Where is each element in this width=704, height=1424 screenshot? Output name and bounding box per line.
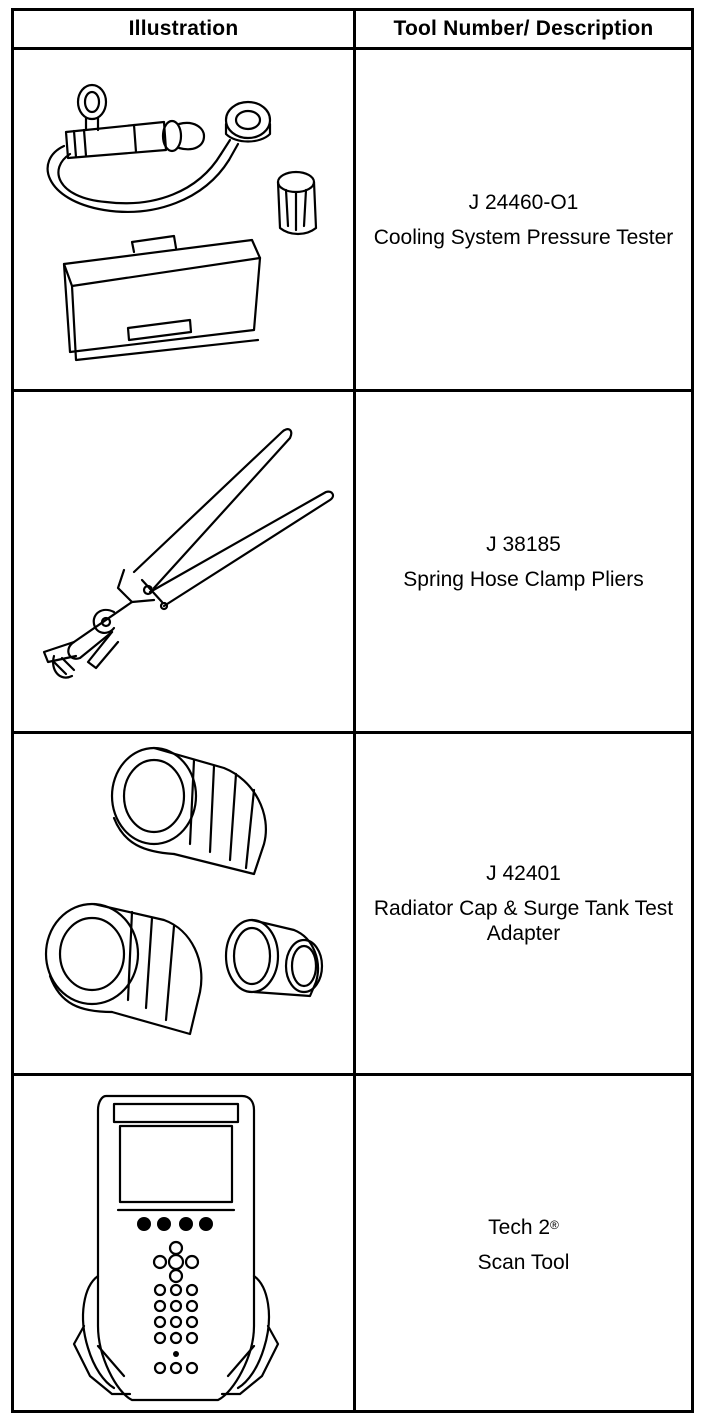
tool-number: Tech 2: [488, 1215, 551, 1239]
row-divider: [14, 731, 691, 734]
tool-number: J 42401: [486, 862, 561, 885]
pressure-tester-kit-icon: [46, 83, 318, 362]
tool-description: Radiator Cap & Surge Tank Test Adapter: [373, 897, 674, 945]
header-divider: [14, 47, 691, 50]
test-adapters-icon: [44, 746, 324, 1036]
illustration-cell: [14, 1076, 353, 1413]
tool-cell: Tech 2® Scan Tool: [356, 1076, 691, 1413]
tool-description: Spring Hose Clamp Pliers: [403, 567, 644, 591]
tool-number: J 38185: [486, 532, 561, 556]
tool-cell: J 38185 Spring Hose Clamp Pliers: [356, 392, 691, 731]
tool-cell: J 42401 Radiator Cap & Surge Tank Test A…: [356, 734, 691, 1073]
special-tools-table: Illustration Tool Number/ Description: [11, 8, 694, 1413]
tool-number-line: Tech 2®: [488, 1215, 559, 1240]
scan-tool-icon: [72, 1094, 280, 1402]
column-divider: [353, 11, 356, 1410]
hose-clamp-pliers-icon: [42, 428, 335, 679]
illustration-cell: [14, 50, 353, 389]
registered-mark: ®: [550, 1217, 559, 1232]
header-illustration: Illustration: [128, 17, 239, 40]
tool-number: J 24460-O1: [468, 190, 579, 214]
tool-cell: J 24460-O1 Cooling System Pressure Teste…: [356, 50, 691, 389]
tool-description: Scan Tool: [477, 1250, 570, 1274]
header-tool-number: Tool Number/ Description: [393, 17, 654, 40]
tool-description: Cooling System Pressure Tester: [373, 225, 674, 249]
row-divider: [14, 1073, 691, 1076]
illustration-cell: [14, 392, 353, 731]
illustration-cell: [14, 734, 353, 1073]
row-divider: [14, 389, 691, 392]
